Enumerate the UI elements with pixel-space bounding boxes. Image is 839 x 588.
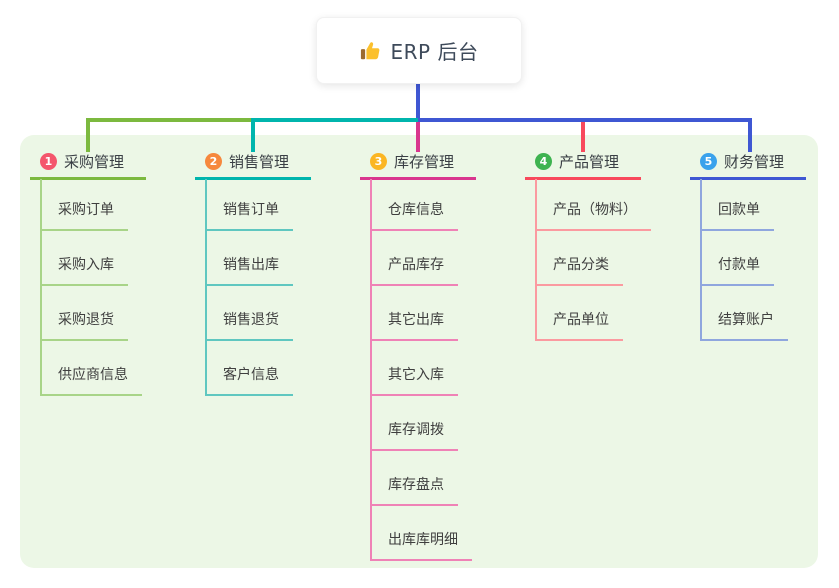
branch-3-column: 3 库存管理 仓库信息 产品库存 其它出库 其它入库 库存调拨 库存盘点 出库库… (360, 148, 476, 561)
branch-4-title: 产品管理 (559, 152, 620, 171)
connector-drop-branch1 (86, 118, 90, 152)
node-item[interactable]: 客户信息 (205, 366, 293, 396)
branch-5-node[interactable]: 5 财务管理 (690, 148, 806, 174)
branch-1-node[interactable]: 1 采购管理 (30, 148, 146, 174)
branch-2-subline (205, 179, 207, 396)
branch-3-title: 库存管理 (394, 152, 455, 171)
node-item[interactable]: 出库库明细 (370, 531, 472, 561)
node-item[interactable]: 采购入库 (40, 256, 128, 286)
thumbs-up-icon (360, 40, 382, 62)
branch-2-title: 销售管理 (229, 152, 290, 171)
branch-1-subline (40, 179, 42, 396)
branch-3-underline (360, 177, 476, 180)
connector-drop-branch2 (251, 118, 255, 152)
connector-h-branch2 (253, 118, 418, 122)
branch-1-underline (30, 177, 146, 180)
node-item[interactable]: 销售出库 (205, 256, 293, 286)
root-node[interactable]: ERP 后台 (316, 17, 522, 84)
branch-2-column: 2 销售管理 销售订单 销售出库 销售退货 客户信息 (195, 148, 311, 396)
branch-5-subline (700, 179, 702, 341)
branch-5-underline (690, 177, 806, 180)
node-item[interactable]: 产品单位 (535, 311, 623, 341)
branch-4-underline (525, 177, 641, 180)
node-item[interactable]: 库存盘点 (370, 476, 458, 506)
branch-3-badge: 3 (370, 152, 387, 170)
branch-1-title: 采购管理 (64, 152, 125, 171)
node-item[interactable]: 仓库信息 (370, 201, 458, 231)
canvas-panel (20, 135, 818, 568)
branch-5-badge: 5 (700, 152, 717, 170)
node-item[interactable]: 销售退货 (205, 311, 293, 341)
connector-root-stem (416, 84, 420, 120)
node-item[interactable]: 结算账户 (700, 311, 788, 341)
branch-4-column: 4 产品管理 产品（物料） 产品分类 产品单位 (525, 148, 651, 341)
node-item[interactable]: 采购退货 (40, 311, 128, 341)
branch-5-column: 5 财务管理 回款单 付款单 结算账户 (690, 148, 806, 341)
node-item[interactable]: 回款单 (700, 201, 774, 231)
branch-3-subline (370, 179, 372, 561)
node-item[interactable]: 产品（物料） (535, 201, 651, 231)
connector-h-branch5 (418, 118, 752, 122)
branch-1-badge: 1 (40, 152, 57, 170)
branch-3-node[interactable]: 3 库存管理 (360, 148, 476, 174)
branch-4-subline (535, 179, 537, 341)
node-item[interactable]: 其它出库 (370, 311, 458, 341)
branch-4-badge: 4 (535, 152, 552, 170)
connector-drop-branch4 (581, 122, 585, 152)
node-item[interactable]: 产品库存 (370, 256, 458, 286)
node-item[interactable]: 销售订单 (205, 201, 293, 231)
branch-4-node[interactable]: 4 产品管理 (525, 148, 641, 174)
node-item[interactable]: 库存调拨 (370, 421, 458, 451)
branch-2-badge: 2 (205, 152, 222, 170)
branch-2-underline (195, 177, 311, 180)
branch-2-node[interactable]: 2 销售管理 (195, 148, 311, 174)
branch-5-title: 财务管理 (724, 152, 785, 171)
node-item[interactable]: 付款单 (700, 256, 774, 286)
node-item[interactable]: 其它入库 (370, 366, 458, 396)
node-item[interactable]: 产品分类 (535, 256, 623, 286)
node-item[interactable]: 采购订单 (40, 201, 128, 231)
connector-drop-branch3 (416, 122, 420, 152)
root-node-label: ERP 后台 (390, 40, 479, 64)
branch-1-column: 1 采购管理 采购订单 采购入库 采购退货 供应商信息 (30, 148, 146, 396)
connector-h-branch1 (86, 118, 253, 122)
node-item[interactable]: 供应商信息 (40, 366, 142, 396)
connector-drop-branch5 (748, 118, 752, 152)
